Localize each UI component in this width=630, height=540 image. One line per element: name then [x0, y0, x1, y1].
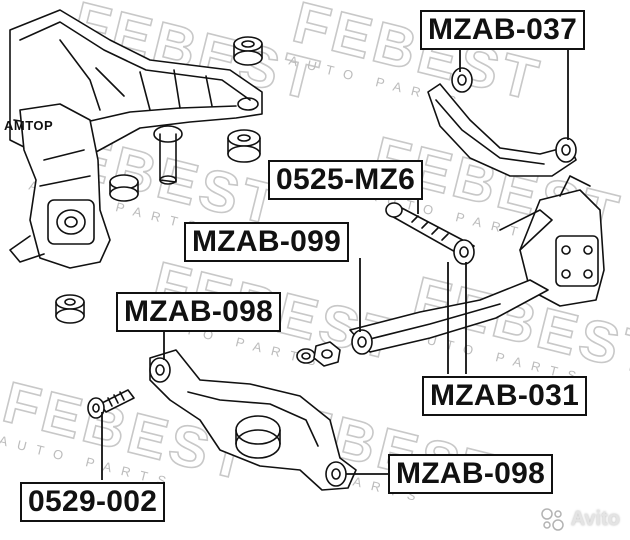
callout-mzab-031: MZAB-031 — [422, 376, 588, 416]
leader-mzab-037 — [459, 48, 569, 140]
cam-bolt — [87, 389, 135, 419]
right-knuckle — [519, 175, 605, 307]
avito-logo: Avito — [539, 506, 620, 532]
leader-mzab-031 — [447, 262, 467, 374]
avito-text: Avito — [570, 507, 620, 530]
corner-tag: AMTOP — [4, 118, 54, 133]
lower-control-arm — [149, 349, 357, 491]
nut-1 — [296, 348, 316, 364]
leader-lines — [101, 48, 569, 480]
callout-mzab-098-left: MZAB-098 — [116, 292, 282, 332]
nut-2 — [313, 341, 341, 367]
callout-0529-002: 0529-002 — [20, 482, 166, 522]
left-knuckle — [9, 103, 111, 269]
bushing-top-2 — [227, 129, 261, 163]
callout-mzab-037: MZAB-037 — [420, 10, 586, 50]
bushing-top-1 — [233, 36, 263, 66]
bushing-left-1 — [109, 174, 139, 202]
upper-control-arm — [427, 67, 577, 177]
callout-mzab-098-right: MZAB-098 — [388, 454, 554, 494]
lateral-link — [349, 209, 553, 355]
toe-link — [385, 202, 475, 265]
callout-0525-mz6: 0525-MZ6 — [268, 160, 424, 200]
bushing-left-2 — [55, 294, 85, 324]
avito-dots-icon — [540, 508, 564, 531]
callout-mzab-099: MZAB-099 — [184, 222, 350, 262]
